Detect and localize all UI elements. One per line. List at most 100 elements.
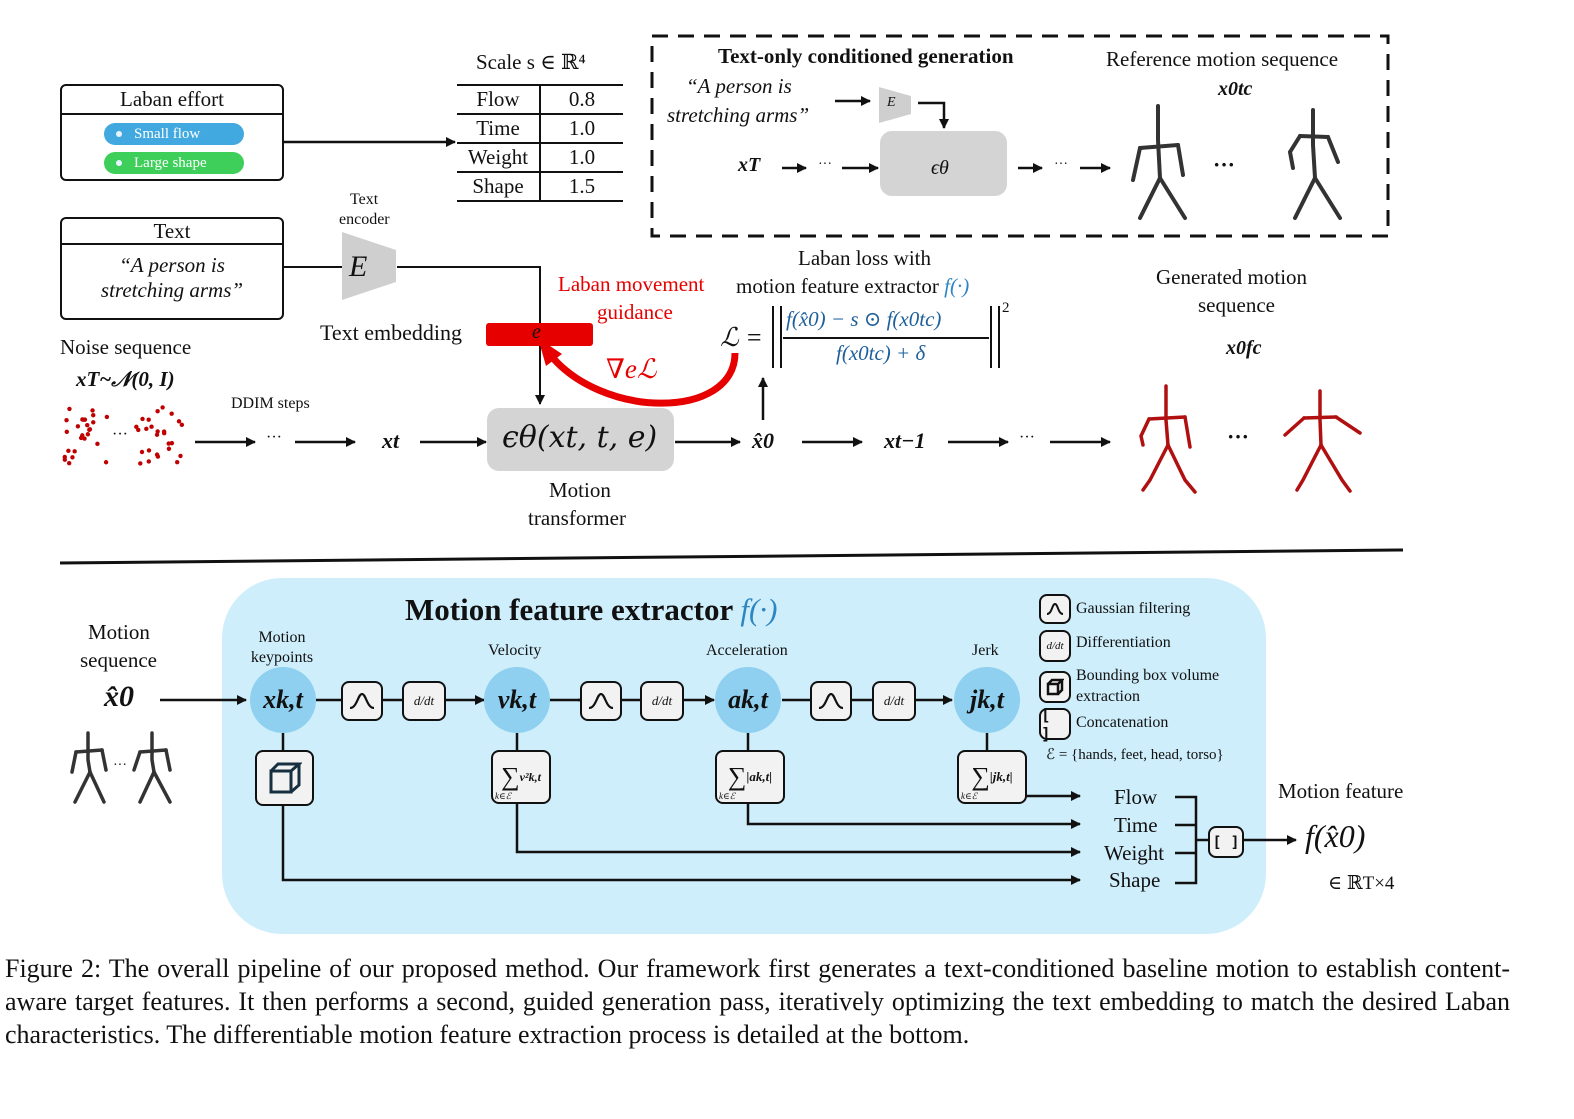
loss-fraction-bar: [783, 337, 989, 339]
generated-skeleton-1: [1139, 384, 1197, 494]
loss-numerator: f(x̂0) − s ⊙ f(x0tc): [786, 307, 942, 331]
scale-name: Flow: [457, 84, 541, 114]
loss-norm-right: [990, 306, 1000, 368]
generated-title-2: sequence: [1198, 293, 1275, 317]
loss-power: 2: [1002, 300, 1010, 316]
gaussian-filter-icon: [1046, 603, 1064, 615]
generated-title-1: Generated motion: [1156, 265, 1308, 289]
bounding-box-icon: [269, 762, 302, 794]
xt-minus-1-symbol: xt−1: [884, 428, 926, 453]
scale-name: Time: [457, 113, 541, 143]
x0hat-symbol: x̂0: [752, 428, 774, 453]
node-label-keypoints: Motion keypoints: [250, 629, 314, 666]
ddim-ellipsis: ···: [266, 429, 282, 446]
text-embedding-bar: [486, 323, 593, 346]
gaussian-curve-icon: [588, 693, 614, 709]
input-symbol: x̂0: [104, 680, 134, 713]
text-only-dashed-frame: [650, 34, 1390, 238]
loss-norm-left: [772, 306, 782, 368]
text-only-prompt-2: stretching arms”: [667, 103, 810, 127]
noise-dot: [67, 406, 72, 412]
legend-bounding-box-label-1: Bounding box volume: [1076, 667, 1220, 684]
generated-symbol: x0fc: [1226, 337, 1262, 359]
generated-skeleton-2: [1283, 389, 1362, 493]
sum-velocity-expr: v²k,t: [519, 769, 541, 784]
sum-acceleration-sigma: ∑: [727, 762, 747, 791]
node-label-jerk: Jerk: [972, 642, 999, 659]
legend-gaussian-label: Gaussian filtering: [1076, 600, 1191, 617]
chain-ellipsis: ···: [1019, 429, 1035, 446]
reference-ellipsis: ···: [1213, 152, 1236, 177]
sum-velocity-block: ∑v²k,t k∈ℰ: [491, 750, 551, 804]
input-skeleton-1: [70, 731, 108, 804]
noise-dot: [85, 422, 90, 428]
noise-dot: [169, 411, 174, 416]
noise-dot: [103, 460, 109, 465]
noise-dot: [140, 416, 145, 422]
generated-ellipsis: ···: [1227, 424, 1250, 449]
noise-dot: [155, 429, 160, 434]
noise-dot: [146, 417, 151, 422]
text-only-title: Text-only conditioned generation: [718, 44, 1014, 68]
noise-dot: [149, 424, 154, 429]
text-encoder-label-1: Text: [350, 191, 379, 208]
motion-transformer-box: [487, 408, 674, 471]
noise-dot: [166, 446, 172, 451]
noise-dot: [66, 448, 71, 454]
text-only-xT: xT: [738, 154, 761, 176]
text-only-ellipsis-1: ···: [818, 157, 832, 172]
node-label-acceleration: Acceleration: [706, 642, 788, 659]
tag-large-shape: Large shape: [104, 152, 244, 174]
text-prompt-line1: “A person is: [119, 253, 225, 277]
noise-dot: [155, 409, 160, 414]
scale-name: Weight: [457, 142, 541, 172]
reference-symbol: x0tc: [1218, 78, 1253, 100]
sum-acceleration-block: ∑|ak,t| k∈ℰ: [715, 750, 785, 804]
output-flow: Flow: [1114, 785, 1158, 809]
guidance-label-1: Laban movement: [558, 272, 705, 296]
noise-label: Noise sequence: [60, 335, 192, 359]
figure-caption: Figure 2: The overall pipeline of our pr…: [5, 954, 1510, 1049]
output-weight: Weight: [1104, 841, 1165, 865]
scale-title: Scale s ∈ ℝ⁴: [476, 50, 586, 74]
noise-dot: [166, 441, 171, 446]
text-only-prompt-1: “A person is: [686, 74, 792, 98]
noise-dot: [75, 424, 81, 429]
sum-acceleration-sub: k∈ℰ: [719, 791, 736, 801]
route-weight: [515, 802, 1081, 857]
sum-jerk-expr: |jk,t|: [989, 769, 1013, 784]
noise-dot: [154, 432, 160, 437]
noise-dot: [91, 420, 96, 425]
guidance-label-2: guidance: [597, 300, 673, 324]
tag-small-flow: Small flow: [104, 123, 244, 145]
motion-transformer-label-1: Motion: [549, 478, 611, 502]
differentiation-icon: d/dt: [1039, 630, 1071, 662]
noise-dot: [160, 405, 165, 410]
text-only-encoder-symbol: E: [887, 95, 896, 110]
line-encoder-to-embedding: [397, 266, 541, 324]
noise-dot: [81, 417, 86, 422]
reference-skeleton-1: [1131, 104, 1187, 220]
noise-dot: [72, 449, 77, 454]
gaussian-filter-block-2: [580, 681, 622, 721]
noise-dot: [87, 427, 93, 432]
scale-name: Shape: [457, 171, 541, 202]
node-acceleration: ak,t: [715, 667, 781, 733]
input-ellipsis: ···: [113, 758, 127, 773]
noise-dot: [175, 459, 180, 465]
scale-value: 1.0: [540, 113, 623, 143]
input-title-1: Motion: [88, 620, 150, 644]
extractor-title-f: f(·): [740, 592, 778, 627]
motion-feature-space: ∈ ℝT×4: [1328, 873, 1395, 894]
loss-title-2: motion feature extractor f(·): [736, 274, 969, 299]
input-skeleton-2: [132, 731, 172, 804]
reference-skeleton-2: [1287, 108, 1342, 220]
motion-transformer-label-2: transformer: [528, 506, 626, 530]
noise-dot: [179, 422, 185, 428]
output-time: Time: [1114, 813, 1158, 837]
text-encoder-trapezoid: [342, 232, 396, 300]
differentiation-block-2: d/dt: [640, 681, 684, 721]
concat-bracket: [1175, 795, 1208, 885]
